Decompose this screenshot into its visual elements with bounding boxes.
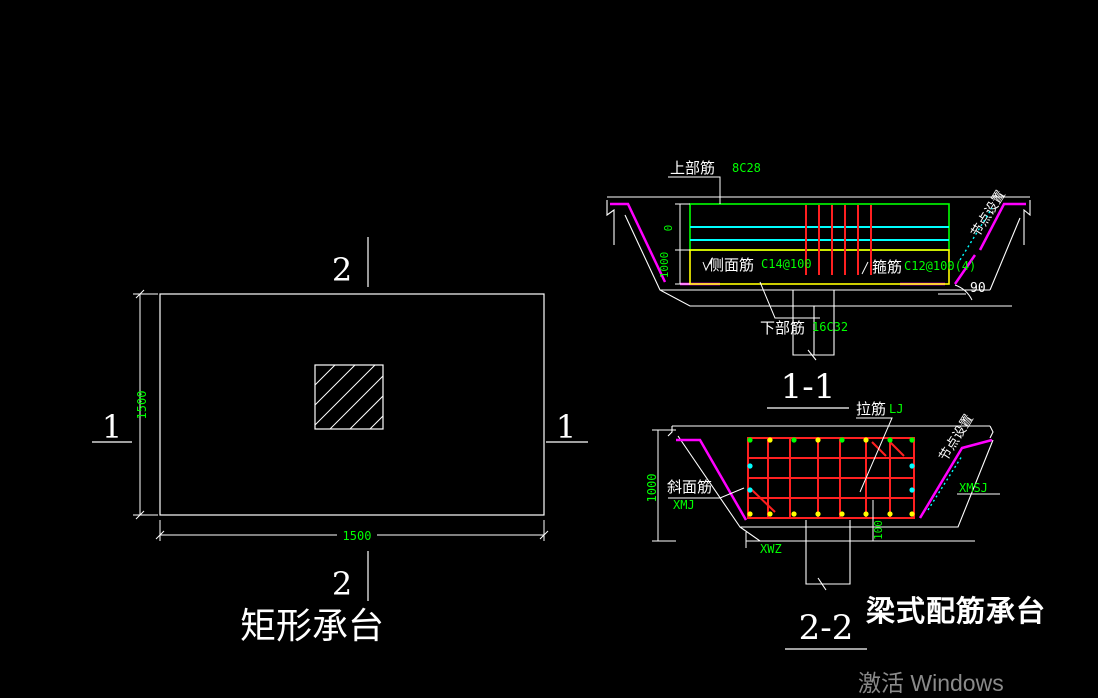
section-1-1: 0 1000 上部筋 8C28 侧面筋 C14@100 箍筋 C12@100(4… xyxy=(606,159,1031,409)
section-2-2-cage xyxy=(747,437,915,519)
plan-view: 1500 1500 2 2 1 1 矩形承台 xyxy=(92,237,588,647)
section-1-1-leaders xyxy=(668,176,973,319)
column-hatch xyxy=(314,364,384,430)
section-1-1-dim-depth: 1000 xyxy=(658,252,671,279)
side-bar-label: 侧面筋 xyxy=(709,256,754,274)
section-1-1-dim xyxy=(675,203,690,285)
section-mark-2-top: 2 xyxy=(332,251,352,289)
plan-dim-width: 1500 xyxy=(343,529,372,543)
angle-label: 90 xyxy=(970,281,986,296)
section-mark-2-bottom: 2 xyxy=(332,565,352,603)
section-2-2-label: 2-2 xyxy=(799,608,854,648)
section-2-2-dim-small: 100 xyxy=(872,520,885,540)
section-mark-1-left: 1 xyxy=(102,408,122,446)
bottom-bar-label: 下部筋 xyxy=(760,319,805,337)
plan-title: 矩形承台 xyxy=(240,606,384,647)
section-2-2: 1000 100 拉筋 LJ 斜面筋 XMJ XMSJ XWZ 节点设置 2-2 xyxy=(645,400,1000,650)
xwz-label: XWZ xyxy=(760,542,782,556)
section-cut-marks xyxy=(92,237,588,601)
activation-watermark: 激活 Windows xyxy=(858,670,1004,696)
plan-dim-height: 1500 xyxy=(135,391,149,420)
section-1-1-outline xyxy=(606,196,1031,361)
slope-bar-label: 斜面筋 xyxy=(667,478,712,496)
stirrup-value: C12@100(4) xyxy=(904,259,976,273)
tie-bar-label: 拉筋 xyxy=(856,400,886,418)
xmsj-label: XMSJ xyxy=(959,481,988,495)
section-2-2-leaders xyxy=(668,417,1000,499)
plan-dim-vertical xyxy=(133,289,158,520)
tie-bar-value: LJ xyxy=(889,402,903,416)
plan-column xyxy=(314,364,384,430)
top-bar-value: 8C28 xyxy=(732,161,761,175)
plan-outline xyxy=(159,293,545,516)
section-2-2-bar-dots xyxy=(747,437,915,517)
section-2-2-dim-depth: 1000 xyxy=(645,474,659,503)
side-bar-value: C14@100 xyxy=(761,257,812,271)
section-1-1-stirrups xyxy=(805,205,872,275)
section-1-1-label: 1-1 xyxy=(781,367,836,407)
overlay-title: 梁式配筋承台 xyxy=(866,594,1047,628)
section-1-1-dim-zero: 0 xyxy=(662,225,675,232)
section-mark-1-right: 1 xyxy=(556,408,576,446)
slope-bar-value: XMJ xyxy=(673,498,695,512)
stirrup-label: 箍筋 xyxy=(872,258,902,276)
section-2-2-dims xyxy=(652,429,874,548)
top-bar-label: 上部筋 xyxy=(670,159,715,177)
bottom-bar-value: 16C32 xyxy=(812,320,848,334)
